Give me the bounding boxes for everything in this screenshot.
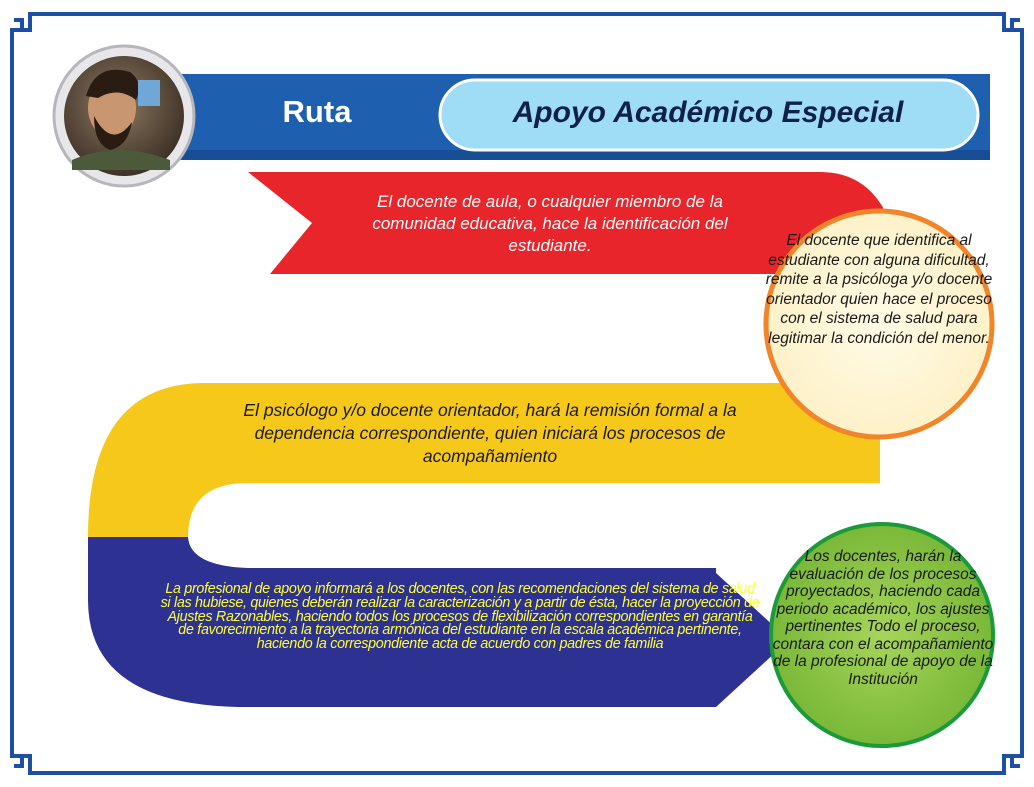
page-title: Apoyo Académico Especial — [512, 96, 904, 129]
step-2-text: El docente que identifica al estudiante … — [765, 232, 993, 347]
portrait-medallion-icon — [52, 44, 196, 188]
orange-circle — [763, 208, 995, 440]
header-pill — [438, 78, 980, 152]
navy-arrow — [88, 537, 789, 707]
yellow-band — [88, 383, 880, 537]
step-1-text: El docente de aula, o cualquier miembro … — [372, 192, 728, 255]
header-bar-shadow — [120, 150, 990, 160]
step-5-text: Los docentes, harán la evaluación de los… — [772, 548, 994, 688]
step-3-text: El psicólogo y/o docente orientador, har… — [243, 400, 737, 466]
route-label: Ruta — [282, 94, 352, 129]
red-ribbon — [248, 172, 890, 274]
border-frame — [10, 12, 1024, 775]
step-4-text: La profesional de apoyo informará a los … — [160, 581, 760, 653]
green-circle — [769, 522, 995, 748]
